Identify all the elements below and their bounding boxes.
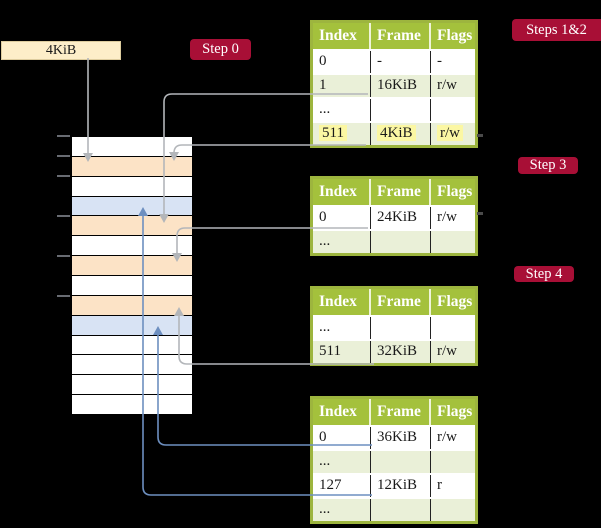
cell-frame: 12KiB — [371, 475, 431, 497]
cell-index: ... — [313, 231, 371, 253]
memory-row-4 — [72, 196, 192, 217]
cell-index: ... — [313, 451, 371, 473]
table-header-row: Index Frame Flags — [313, 289, 475, 315]
cell-index: 511 — [313, 341, 371, 363]
page-table-step-4-upper: Index Frame Flags ... 511 32KiB r/w — [310, 286, 478, 366]
table-header-row: Index Frame Flags — [313, 399, 475, 425]
cell-flags — [431, 499, 475, 521]
cell-flags: - — [437, 53, 442, 69]
table-row: 127 12KiB r — [313, 473, 475, 497]
cell-flags — [431, 99, 475, 121]
table-row: ... — [313, 229, 475, 253]
col-header-flags: Flags — [437, 403, 473, 420]
cell-index: 1 — [313, 75, 371, 97]
cell-frame: 16KiB — [371, 75, 431, 97]
cell-index: 0 — [313, 51, 371, 73]
cell-index: ... — [313, 99, 371, 121]
cell-index: 0 — [313, 207, 371, 229]
col-header-flags: Flags — [437, 293, 473, 310]
table-row: 0 24KiB r/w — [313, 205, 475, 229]
table-row: ... — [313, 97, 475, 121]
cell-index: ... — [313, 317, 371, 339]
cell-index: 127 — [313, 475, 371, 497]
col-header-frame: Frame — [371, 289, 431, 315]
cell-index: ... — [313, 499, 371, 521]
memory-row-7 — [72, 256, 192, 277]
badge-step-4: Step 4 — [514, 266, 574, 282]
cell-frame: - — [371, 51, 431, 73]
table-row-highlighted: 511 4KiB r/w — [313, 121, 475, 145]
col-header-index: Index — [313, 23, 371, 49]
cell-frame: 24KiB — [371, 207, 431, 229]
badge-steps-1-2: Steps 1&2 — [512, 19, 601, 41]
memory-row-14 — [72, 395, 192, 415]
table-row: 511 32KiB r/w — [313, 339, 475, 363]
cell-frame — [371, 99, 431, 121]
memory-address-ticks — [57, 135, 70, 297]
col-header-index: Index — [313, 399, 371, 425]
col-header-frame: Frame — [371, 179, 431, 205]
memory-row-10 — [72, 315, 192, 336]
page-size-label: 4KiB — [1, 41, 121, 60]
memory-row-5 — [72, 216, 192, 237]
memory-column — [71, 136, 193, 416]
cell-flags: r/w — [437, 343, 457, 359]
table-row: ... — [313, 315, 475, 339]
col-header-flags: Flags — [437, 27, 473, 44]
table-row: 0 - - — [313, 49, 475, 73]
badge-step-0: Step 0 — [190, 39, 251, 60]
memory-row-8 — [72, 276, 192, 296]
cell-index: 511 — [313, 123, 371, 145]
memory-row-2 — [72, 156, 192, 177]
page-size-text: 4KiB — [45, 43, 77, 58]
memory-row-1 — [72, 137, 192, 157]
cell-frame: 36KiB — [371, 427, 431, 449]
memory-row-11 — [72, 335, 192, 356]
cell-frame — [371, 451, 431, 473]
col-header-frame: Frame — [371, 23, 431, 49]
cell-flags — [431, 451, 475, 473]
cell-flags: r/w — [437, 77, 457, 93]
memory-row-6 — [72, 236, 192, 257]
table-row: ... — [313, 497, 475, 521]
cell-frame: 4KiB — [371, 123, 431, 145]
memory-row-9 — [72, 295, 192, 316]
col-header-index: Index — [313, 179, 371, 205]
table-header-row: Index Frame Flags — [313, 179, 475, 205]
col-header-frame: Frame — [371, 399, 431, 425]
cell-index: 0 — [313, 427, 371, 449]
cell-frame — [371, 231, 431, 253]
cell-frame — [371, 499, 431, 521]
cell-flags: r/w — [431, 123, 475, 145]
table-row: 1 16KiB r/w — [313, 73, 475, 97]
cell-flags: r/w — [437, 429, 457, 445]
page-table-steps-1-2: Index Frame Flags 0 - - 1 16KiB r/w ... … — [310, 20, 478, 148]
cell-flags: r — [437, 477, 442, 493]
table-header-row: Index Frame Flags — [313, 23, 475, 49]
page-table-step-3: Index Frame Flags 0 24KiB r/w ... — [310, 176, 478, 256]
cell-flags — [431, 317, 475, 339]
table-row: ... — [313, 449, 475, 473]
col-header-flags: Flags — [437, 183, 473, 200]
table-row: 0 36KiB r/w — [313, 425, 475, 449]
cell-frame: 32KiB — [371, 341, 431, 363]
cell-flags: r/w — [437, 209, 457, 225]
cell-frame — [371, 317, 431, 339]
col-header-index: Index — [313, 289, 371, 315]
memory-row-13 — [72, 375, 192, 396]
badge-step-3: Step 3 — [518, 157, 578, 174]
memory-row-3 — [72, 176, 192, 197]
memory-row-12 — [72, 355, 192, 376]
cell-flags — [431, 231, 475, 253]
page-table-step-4-lower: Index Frame Flags 0 36KiB r/w ... 127 12… — [310, 396, 478, 524]
